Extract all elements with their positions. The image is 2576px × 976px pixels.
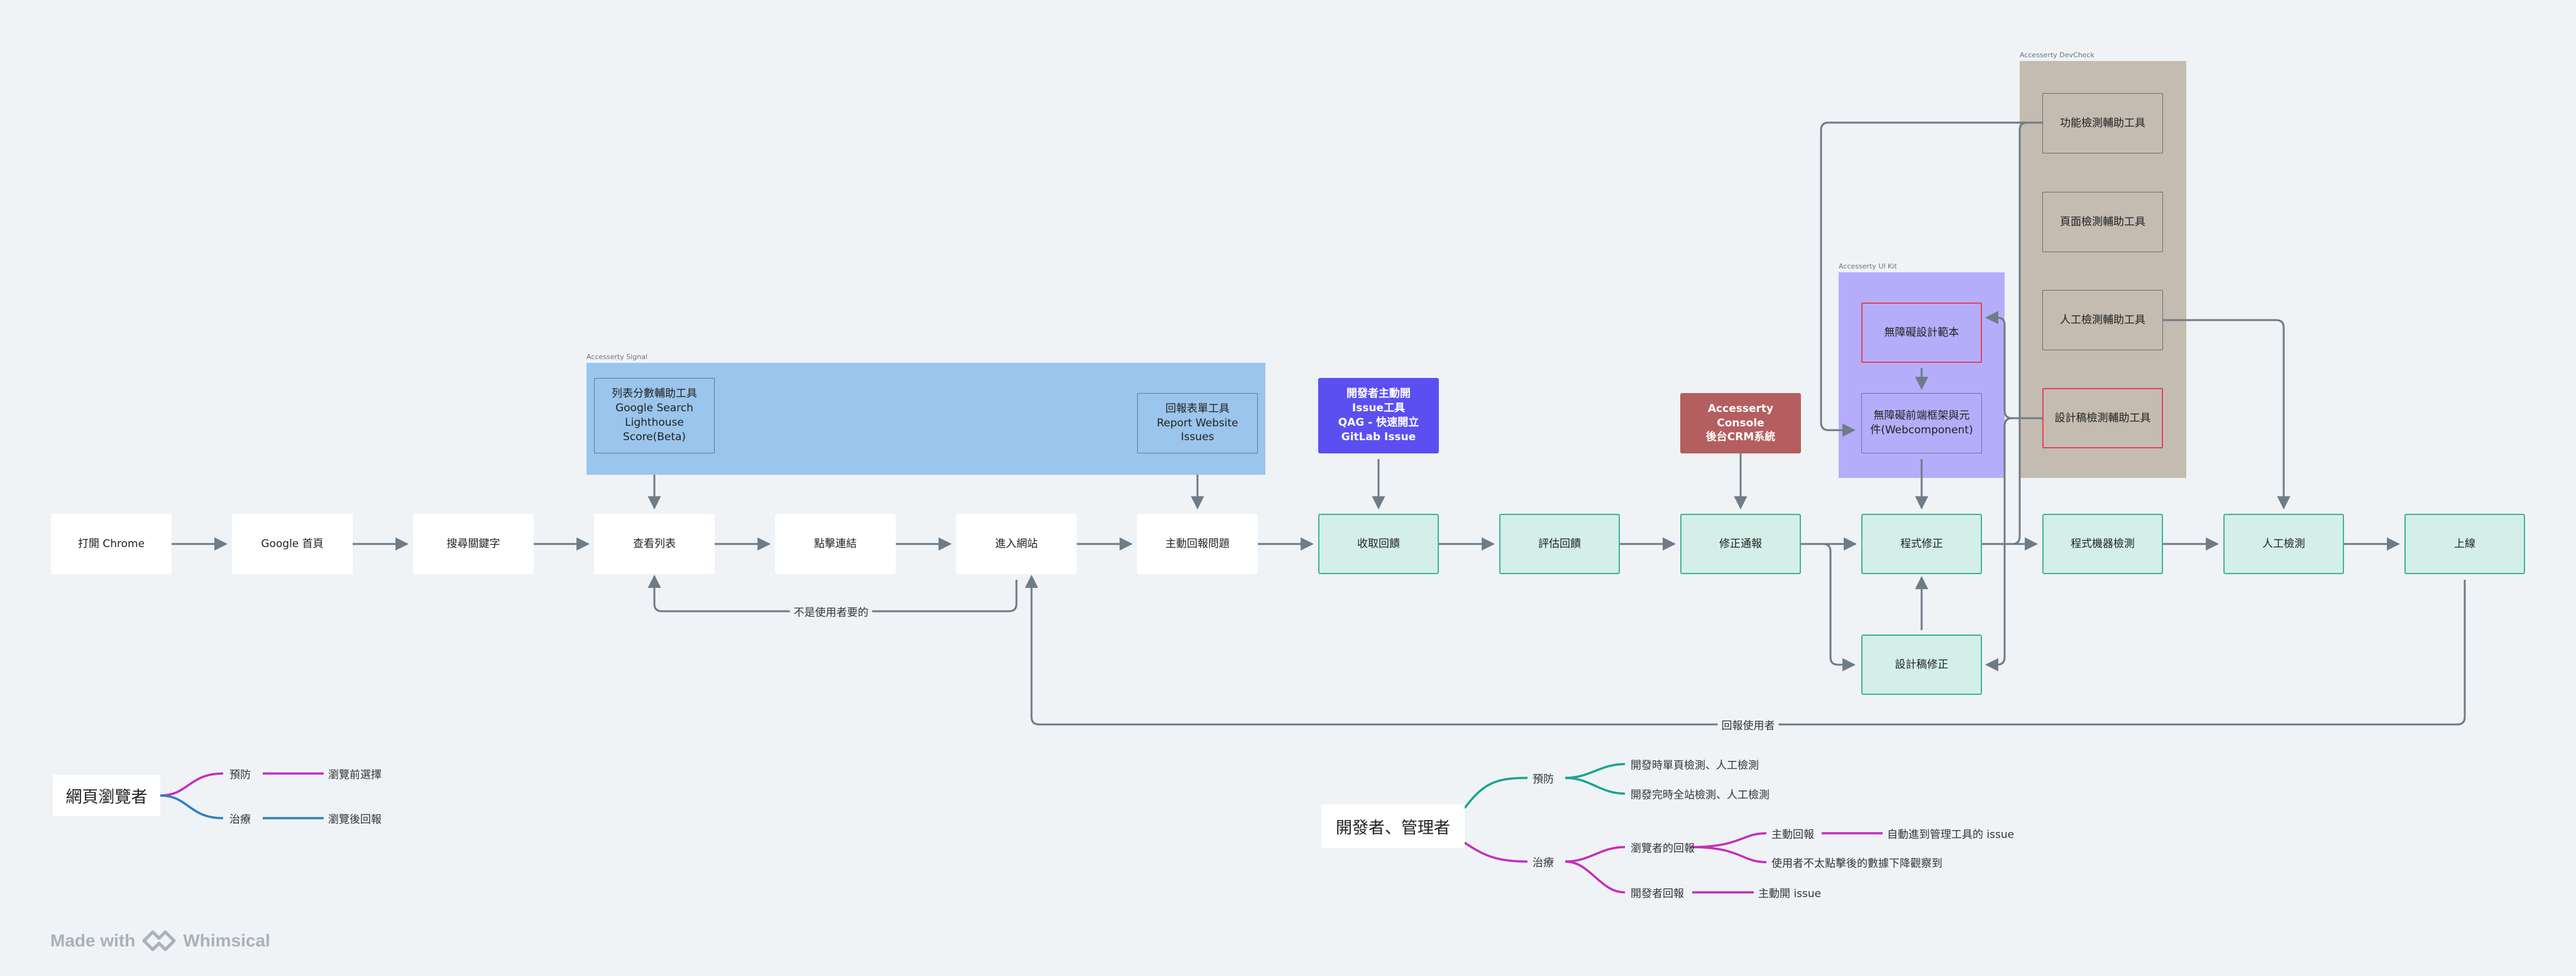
node-collect-report[interactable]: 收取回饋 [1318,514,1439,574]
mindmap-browser-treat: 治療 [229,813,251,826]
mindmap-dev-prevent-leaf1: 開發時單頁檢測、人工檢測 [1631,759,1759,772]
branch-dev-prevent [1463,777,1528,809]
mindmap-dev-passive-report: 使用者不太點擊後的數據下降觀察到 [1771,857,1942,870]
node-search-keyword[interactable]: 搜尋關鍵字 [413,514,534,574]
node-list-score-tool[interactable]: 列表分數輔助工具 Google Search Lighthouse Score(… [594,378,715,453]
node-google-home[interactable]: Google 首頁 [232,514,353,574]
line-devcheck-bracket [1986,121,2042,545]
edge-label-reply-user: 回報使用者 [1717,716,1779,733]
watermark-brand: Whimsical [183,931,270,950]
node-view-list[interactable]: 查看列表 [594,514,715,574]
arrow-reply-user [1025,574,2466,726]
mindmap-dev-root: 開發者、管理者 [1321,804,1465,848]
node-report-issue[interactable]: 主動回報問題 [1137,514,1258,574]
node-go-live[interactable]: 上線 [2404,514,2525,574]
arrow-manualtool-manual [2163,319,2291,510]
branch-dev-active-report [1690,832,1767,848]
watermark-made-with: Made with [50,931,136,950]
node-report-form-tool[interactable]: 回報表單工具 Report Website Issues [1137,393,1258,453]
node-fix-notice[interactable]: 修正通報 [1680,514,1801,574]
node-code-fix[interactable]: 程式修正 [1861,514,1982,574]
mindmap-browser-root: 網頁瀏覽者 [53,775,160,816]
mindmap-dev-dev-report: 開發者回報 [1631,887,1684,901]
branch-browser-treat [160,794,224,819]
arrow-fix-designfix [1801,543,1856,672]
mindmap-dev-prevent-leaf2: 開發完時全站檢測、人工檢測 [1631,789,1770,802]
branch-dev-prevent-leaf2 [1565,777,1626,795]
mindmap-dev-treat: 治療 [1533,857,1554,870]
mindmap-dev-active-report-leaf: 自動進到管理工具的 issue [1887,828,2015,841]
whimsical-logo-icon [142,930,176,951]
whimsical-watermark[interactable]: Made with Whimsical [50,928,270,953]
node-console[interactable]: Accesserty Console 後台CRM系統 [1680,393,1801,453]
node-open-chrome[interactable]: 打開 Chrome [51,514,172,574]
node-design-check-tool[interactable]: 設計稿檢測輔助工具 [2042,388,2163,448]
node-frontend-framework[interactable]: 無障礙前端框架與元 件(Webcomponent) [1861,393,1982,453]
mindmap-browser-treat-leaf: 瀏覽後回報 [328,813,382,826]
node-page-check-tool[interactable]: 頁面檢測輔助工具 [2042,192,2163,252]
devcheck-group-label: Accesserty DevCheck [2020,51,2094,59]
mindmap-dev-browser-report: 瀏覽者的回報 [1631,842,1695,855]
mindmap-dev-dev-report-leaf: 主動開 issue [1758,887,1822,901]
edge-label-not-wanted: 不是使用者要的 [790,603,872,619]
branch-browser-prevent [160,772,224,797]
arrow-designcheck-designfix [1984,417,2042,672]
node-enter-site[interactable]: 進入網站 [956,514,1077,574]
mindmap-browser-prevent: 預防 [229,768,251,782]
node-manual-check-tool[interactable]: 人工檢測輔助工具 [2042,290,2163,350]
branch-dev-browser-report [1565,846,1626,863]
uikit-group-label: Accesserty UI Kit [1839,262,1897,270]
branch-dev-dev-report [1565,860,1626,894]
node-dev-issue-tool[interactable]: 開發者主動開 Issue工具 QAG - 快速開立 GitLab Issue [1318,378,1439,453]
node-design-template[interactable]: 無障礙設計範本 [1861,302,1982,363]
arrow-func-to-framework [1820,121,2042,437]
mindmap-dev-active-report: 主動回報 [1771,828,1814,841]
branch-dev-treat [1464,841,1528,863]
node-evaluate-report[interactable]: 評估回饋 [1499,514,1620,574]
mindmap-browser-prevent-leaf: 瀏覽前選擇 [328,768,382,782]
node-machine-check[interactable]: 程式機器檢測 [2042,514,2163,574]
node-click-link[interactable]: 點擊連結 [775,514,896,574]
branch-dev-passive-report [1690,846,1767,863]
arrow-designcheck-template [1984,311,2042,419]
branch-dev-prevent-leaf1 [1565,763,1626,779]
mindmap-dev-prevent: 預防 [1533,773,1554,786]
signal-group-label: Accesserty Signal [586,353,648,361]
node-design-fix[interactable]: 設計稿修正 [1861,635,1982,695]
node-func-check-tool[interactable]: 功能檢測輔助工具 [2042,93,2163,153]
node-manual-check[interactable]: 人工檢測 [2223,514,2344,574]
